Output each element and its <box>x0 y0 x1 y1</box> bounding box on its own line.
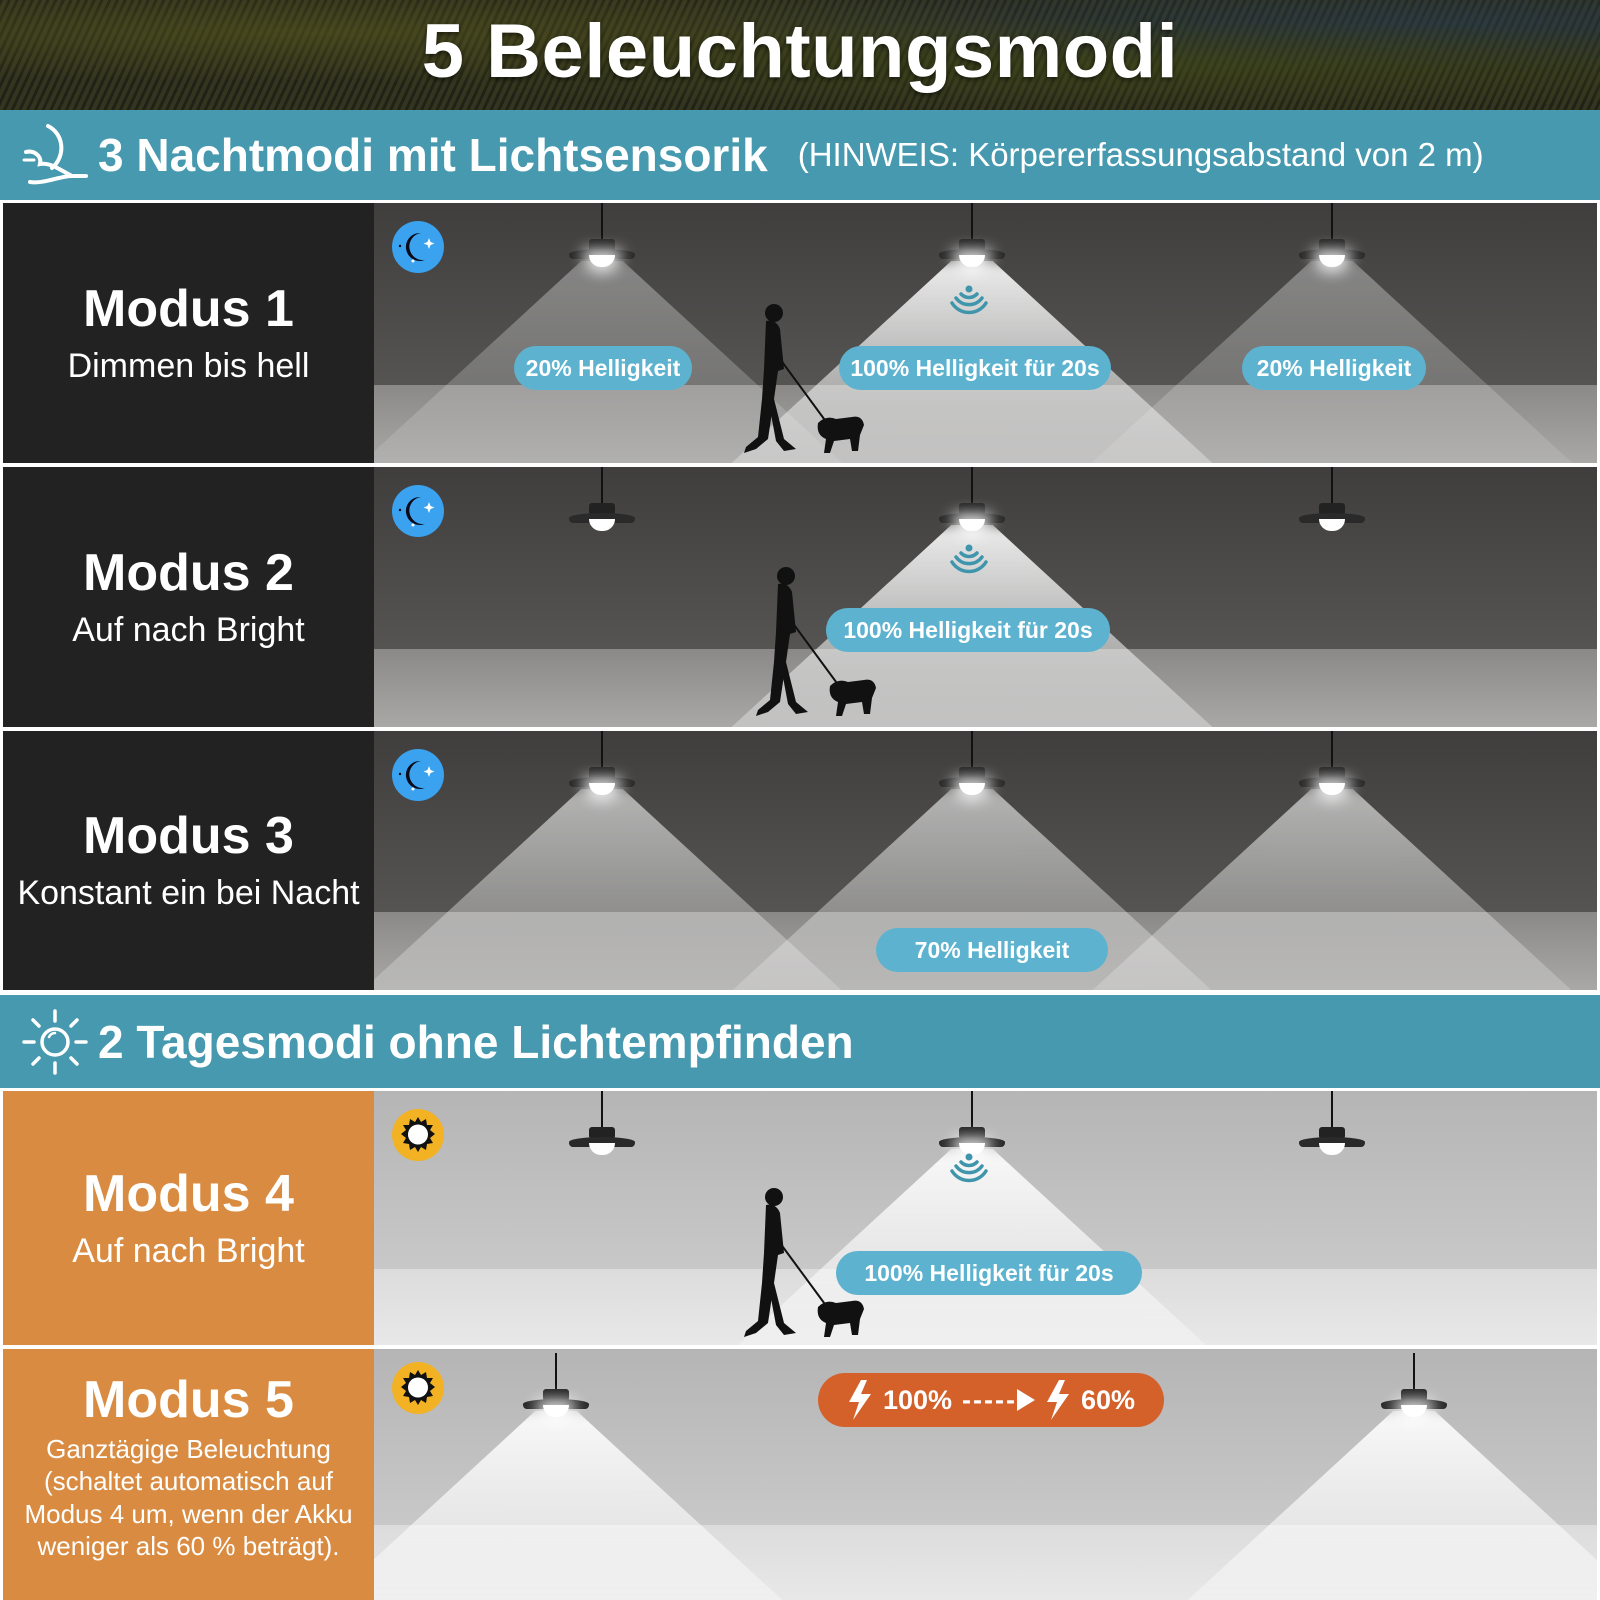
battery-to: 60% <box>1080 1384 1136 1415</box>
battery-from: 100% <box>882 1384 953 1415</box>
mode-3-label-panel: Modus 3 Konstant ein bei Nacht <box>3 731 374 990</box>
moon-icon <box>392 749 444 801</box>
mode-2-scene: 100% Helligkeit für 20s <box>374 467 1597 727</box>
sun-icon <box>392 1362 444 1414</box>
pendant-lamp-icon <box>937 731 1007 797</box>
night-section-header: 3 Nachtmodi mit Lichtsensorik (HINWEIS: … <box>0 110 1600 200</box>
pendant-lamp-icon <box>1297 203 1367 269</box>
brightness-label: 20% Helligkeit <box>514 346 692 390</box>
motion-sensor-icon <box>950 1153 988 1183</box>
mode-4-label-panel: Modus 4 Auf nach Bright <box>3 1091 374 1345</box>
mode-1-title: Modus 1 <box>83 279 294 338</box>
mode-5-description-line: (schaltet automatisch auf <box>43 1466 334 1497</box>
arrow-right-icon <box>1016 1389 1035 1411</box>
moon-bird-icon <box>22 124 88 185</box>
mode-3-title: Modus 3 <box>83 807 294 866</box>
mode-2-title: Modus 2 <box>83 543 294 602</box>
pendant-lamp-icon <box>1297 731 1367 797</box>
pendant-lamp-icon <box>1297 1091 1367 1157</box>
pendant-lamp-icon <box>521 1353 591 1419</box>
mode-5-description-line: Modus 4 um, wenn der Akku <box>24 1498 353 1529</box>
mode-5-scene: 100% ----- 60% <box>374 1349 1597 1600</box>
pendant-lamp-icon <box>1297 467 1367 533</box>
mode-3-scene: 70% Helligkeit <box>374 731 1597 990</box>
mode-4-title: Modus 4 <box>83 1164 294 1223</box>
brightness-label: 100% Helligkeit für 20s <box>836 1251 1142 1295</box>
mode-2-row: Modus 2 Auf nach Bright 100% Helligkeit … <box>3 467 1597 727</box>
brightness-label: 100% Helligkeit für 20s <box>826 608 1110 652</box>
mode-4-row: Modus 4 Auf nach Bright 100% Helligkeit … <box>3 1091 1597 1345</box>
lightning-bolt-icon <box>1046 1380 1069 1420</box>
mode-1-description: Dimmen bis hell <box>67 346 310 385</box>
pendant-lamp-icon <box>567 1091 637 1157</box>
person-walking-dog-icon <box>744 304 864 453</box>
page-title: 5 Beleuchtungsmodi <box>421 9 1179 94</box>
pendant-lamp-icon <box>567 731 637 797</box>
mode-5-title: Modus 5 <box>83 1371 294 1429</box>
sun-icon <box>392 1109 444 1161</box>
pendant-lamp-icon <box>937 467 1007 533</box>
detection-distance-note: (HINWEIS: Körpererfassungsabstand von 2 … <box>797 136 1484 173</box>
moon-icon <box>392 485 444 537</box>
motion-sensor-icon <box>950 285 988 315</box>
pendant-lamp-icon <box>937 1091 1007 1157</box>
sun-icon <box>22 1008 88 1075</box>
arrow-dashes: ----- <box>962 1384 1017 1415</box>
mode-5-description-line: Ganztägige Beleuchtung <box>46 1433 331 1464</box>
mode-1-row: Modus 1 Dimmen bis hell 20% Helligkeit 1… <box>3 203 1597 463</box>
moon-icon <box>392 221 444 273</box>
pendant-lamp-icon <box>937 203 1007 269</box>
person-walking-dog-icon <box>756 567 876 716</box>
night-section-title: 3 Nachtmodi mit Lichtsensorik <box>98 129 768 181</box>
mode-4-scene: 100% Helligkeit für 20s <box>374 1091 1597 1345</box>
pendant-lamp-icon <box>567 203 637 269</box>
battery-threshold-badge: 100% ----- 60% <box>818 1373 1164 1427</box>
brightness-label: 20% Helligkeit <box>1242 346 1426 390</box>
day-section-title: 2 Tagesmodi ohne Lichtempfinden <box>98 1015 854 1068</box>
brightness-label: 70% Helligkeit <box>876 928 1108 972</box>
lightning-bolt-icon <box>848 1380 871 1420</box>
person-walking-dog-icon <box>744 1188 864 1337</box>
pendant-lamp-icon <box>567 467 637 533</box>
mode-5-description-line: weniger als 60 % beträgt). <box>37 1531 340 1562</box>
mode-2-label-panel: Modus 2 Auf nach Bright <box>3 467 374 727</box>
mode-1-scene: 20% Helligkeit 100% Helligkeit für 20s 2… <box>374 203 1597 463</box>
mode-3-row: Modus 3 Konstant ein bei Nacht 70% Helli… <box>3 731 1597 990</box>
mode-3-description: Konstant ein bei Nacht <box>17 874 360 912</box>
hero-banner: 5 Beleuchtungsmodi <box>0 0 1600 110</box>
day-section-header: 2 Tagesmodi ohne Lichtempfinden <box>0 995 1600 1088</box>
brightness-label: 100% Helligkeit für 20s <box>839 346 1111 390</box>
mode-1-label-panel: Modus 1 Dimmen bis hell <box>3 203 374 463</box>
motion-sensor-icon <box>950 544 988 574</box>
pendant-lamp-icon <box>1379 1353 1449 1419</box>
mode-4-description: Auf nach Bright <box>72 1231 305 1270</box>
mode-5-row: Modus 5 Ganztägige Beleuchtung (schaltet… <box>3 1349 1597 1600</box>
mode-2-description: Auf nach Bright <box>72 610 305 649</box>
mode-5-label-panel: Modus 5 Ganztägige Beleuchtung (schaltet… <box>3 1349 374 1600</box>
